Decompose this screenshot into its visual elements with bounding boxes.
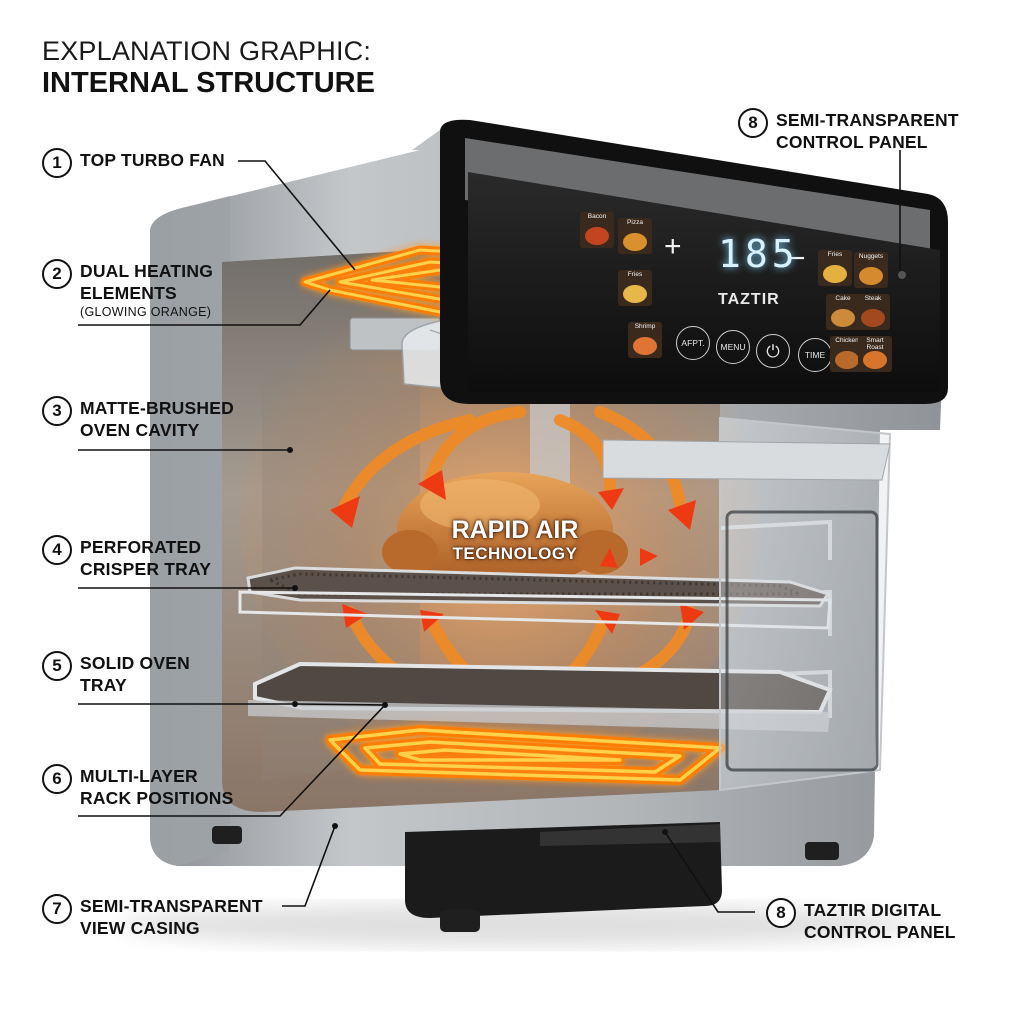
crumb-drawer[interactable] [405,822,722,918]
preset-tile[interactable]: Bacon [580,212,614,248]
preset-tile[interactable]: Fries [618,270,652,306]
callout-label: RACK POSITIONS [80,788,234,808]
food-thumbnail [863,351,887,369]
floor-shadow [120,903,920,947]
callout-label: MATTE-BRUSHED [80,398,234,418]
callout-label: CRISPER TRAY [80,559,212,579]
callout-number: 6 [42,764,72,794]
preset-tile[interactable]: Cake [826,294,860,330]
callout-label: TOP TURBO FAN [80,150,225,170]
graphic-title-line2: INTERNAL STRUCTURE [42,67,375,99]
food-thumbnail [835,351,859,369]
brand-logo: TAZTIR [718,291,780,308]
callout-number: 8 [738,108,768,138]
callout-label: OVEN CAVITY [80,420,200,440]
food-thumbnail [585,227,609,245]
callout-number: 3 [42,396,72,426]
food-thumbnail [831,309,855,327]
preset-tile[interactable]: Fries [818,250,852,286]
callout-label: TAZTIR DIGITAL [804,900,942,920]
door-window-frame [725,510,879,772]
door-handle[interactable] [602,439,891,481]
preset-tile[interactable]: Pizza [618,218,652,254]
foot-left-back [212,826,242,844]
callout-sublabel: (GLOWING ORANGE) [80,305,212,319]
preset-label: Fries [627,271,643,278]
leader-lines [78,150,901,913]
callout-label: SEMI-TRANSPARENT [776,110,959,130]
callout-number: 2 [42,259,72,289]
callout-number: 8 [766,898,796,928]
foot-right [805,842,839,860]
rapid-air-label: RAPID AIR TECHNOLOGY [420,516,610,564]
callout-label: SOLID OVEN [80,653,190,673]
status-dot [898,271,906,279]
solid-oven-tray [248,661,833,732]
callout-label: TRAY [80,675,127,695]
temperature-display: 185 [718,232,799,276]
bottom-heating-element [325,725,725,785]
callout-label: CONTROL PANEL [804,922,956,942]
foot-left-front [440,910,480,932]
callout-number: 5 [42,651,72,681]
callout-number: 4 [42,535,72,565]
preset-tile[interactable]: Smart Roast [858,336,892,372]
food-thumbnail [861,309,885,327]
power-button[interactable]: ⏻ [756,334,790,368]
callout-label: CONTROL PANEL [776,132,928,152]
roast-chicken [382,472,628,588]
preset-tile[interactable]: Nuggets [854,252,888,288]
leader-dots [287,447,668,835]
preset-tile[interactable]: Shrimp [628,322,662,358]
panel-top-bevel [465,138,930,250]
food-thumbnail [623,285,647,303]
preset-label: Chicken [835,337,859,344]
preset-label: Shrimp [634,323,656,330]
preset-label: Cake [835,295,851,302]
food-thumbnail [623,233,647,251]
temp-plus-button[interactable]: + [664,230,682,263]
callout-number: 7 [42,894,72,924]
time-button[interactable]: TIME [798,338,832,372]
preset-label: Nuggets [858,253,884,260]
preset-label: Pizza [627,219,643,226]
graphic-title-line1: EXPLANATION GRAPHIC: [42,36,372,66]
callout-number: 1 [42,148,72,178]
preset-label: Bacon [587,213,607,220]
preset-label: Smart Roast [866,337,884,351]
rapid-air-line2: TECHNOLOGY [452,544,578,563]
callout-label: ELEMENTS [80,283,177,303]
preset-label: Steak [864,295,882,302]
temp-minus-button[interactable]: − [788,242,806,275]
side-panel [150,196,230,866]
menu-button[interactable]: MENU [716,330,750,364]
airfry-preset-button[interactable]: AFPT. [676,326,710,360]
callout-label: PERFORATED [80,537,202,557]
callout-label: DUAL HEATING [80,261,214,281]
preset-label: Fries [827,251,843,258]
rapid-air-line1: RAPID AIR [451,516,579,544]
drawer-handle[interactable] [540,824,720,846]
callout-label: VIEW CASING [80,918,200,938]
callout-label: SEMI-TRANSPARENT [80,896,263,916]
callout-label: MULTI-LAYER [80,766,198,786]
food-thumbnail [633,337,657,355]
food-thumbnail [859,267,883,285]
food-thumbnail [823,265,847,283]
preset-tile[interactable]: Steak [856,294,890,330]
